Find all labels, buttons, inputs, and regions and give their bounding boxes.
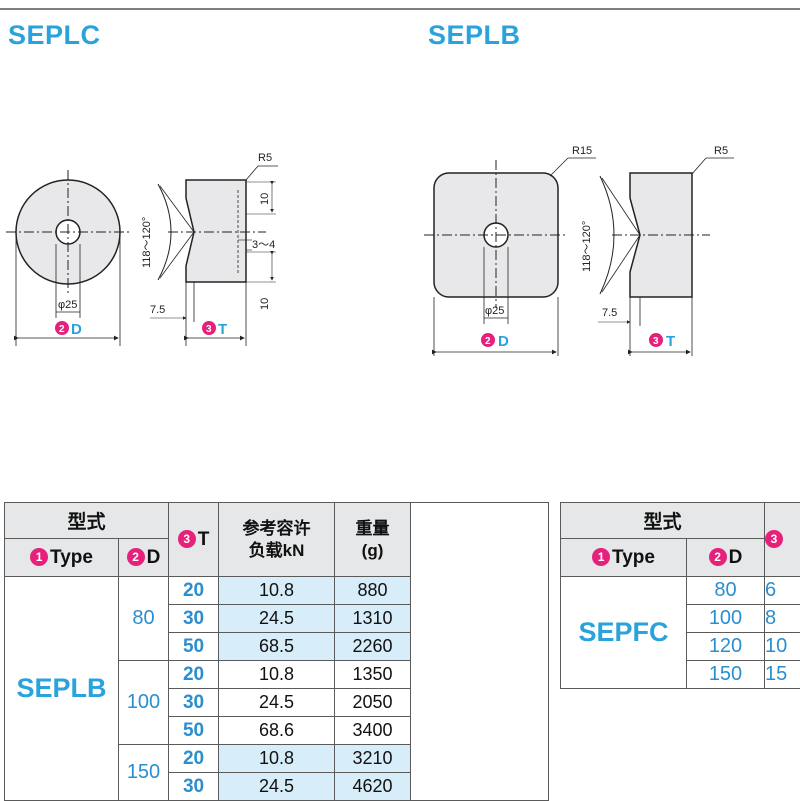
t-cell: 8 <box>764 604 800 633</box>
header-model: 型式 <box>559 502 766 539</box>
seplb-badge-3-text: 3 <box>653 336 659 347</box>
badge-2: 2 <box>126 548 145 567</box>
load-cell: 68.5 <box>218 632 336 661</box>
t-cell: 20 <box>168 576 220 605</box>
seplc-badge-3-text: 3 <box>206 324 212 335</box>
t-cell: 15 <box>764 660 800 689</box>
load-cell: 24.5 <box>218 688 336 717</box>
load-cell: 10.8 <box>218 744 336 773</box>
header-weight-line2: (g) <box>361 540 384 560</box>
seplb-badge-3 <box>649 333 663 347</box>
seplb-badge-2-text: 2 <box>485 336 491 347</box>
d-cell: 120 <box>685 632 766 661</box>
seplb-r15-text: R15 <box>572 145 592 157</box>
weight-cell: 1310 <box>334 604 412 633</box>
title-seplc: SEPLC <box>8 20 101 50</box>
seplc-phi25-text: φ25 <box>58 299 77 311</box>
header-type-label: Type <box>50 546 93 568</box>
seplc-dim-3-4: 3～4 <box>252 239 275 251</box>
load-cell: 24.5 <box>218 604 336 633</box>
header-t-label: T <box>197 528 210 550</box>
seplc-front-view: φ25 2 D <box>6 170 130 346</box>
seplb-phi25-text: φ25 <box>485 305 504 317</box>
seplc-badge-3 <box>202 321 216 335</box>
seplb-r5-text: R5 <box>714 145 728 157</box>
weight-cell: 1350 <box>334 660 412 689</box>
seplc-badge-2-text: 2 <box>59 324 65 335</box>
seplc-dim-10-top: 10 <box>259 193 271 205</box>
t-cell: 10 <box>764 632 800 661</box>
seplc-angle-text: 118～120° <box>141 217 153 268</box>
seplb-dim-7-5: 7.5 <box>602 307 617 319</box>
t-cell: 20 <box>168 660 220 689</box>
header-weight: 重量(g) <box>334 502 412 577</box>
d-cell: 100 <box>117 660 170 745</box>
load-cell: 68.6 <box>218 716 336 745</box>
weight-cell: 2050 <box>334 688 412 717</box>
weight-cell: 880 <box>334 576 412 605</box>
seplc-side-view: 118～120° R5 10 10 3～4 7.5 3 T <box>141 152 278 346</box>
d-cell: 80 <box>685 576 766 605</box>
d-cell: 150 <box>117 744 170 801</box>
seplb-side-view: 118～120° R5 7.5 3 T <box>581 145 734 356</box>
seplb-angle-text: 118～120° <box>581 221 593 272</box>
type-cell: SEPLB <box>4 576 119 801</box>
load-cell: 10.8 <box>218 660 336 689</box>
weight-cell: 3400 <box>334 716 412 745</box>
seplc-dim-10-bottom: 10 <box>259 298 271 310</box>
seplb-front-view: R15 φ25 2 D <box>424 145 596 356</box>
t-cell: 50 <box>168 632 220 661</box>
header-d-label: D <box>146 546 161 568</box>
seplb-label-d: D <box>498 333 509 350</box>
seplc-label-d: D <box>71 321 82 338</box>
t-cell: 50 <box>168 716 220 745</box>
load-cell: 10.8 <box>218 576 336 605</box>
d-cell: 80 <box>117 576 170 661</box>
type-cell: SEPFC <box>560 576 687 689</box>
title-seplb: SEPLB <box>428 20 521 50</box>
seplc-r5-text: R5 <box>258 152 272 164</box>
weight-cell: 3210 <box>334 744 412 773</box>
weight-cell: 2260 <box>334 632 412 661</box>
load-cell: 24.5 <box>218 772 336 801</box>
seplb-label-t: T <box>666 333 675 350</box>
badge-3: 3 <box>177 530 196 549</box>
header-load-line1: 参考容许 <box>242 518 311 538</box>
d-cell: 100 <box>685 604 766 633</box>
t-cell: 30 <box>168 688 220 717</box>
t-cell: 30 <box>168 772 220 801</box>
obscured-column <box>410 502 550 801</box>
header-load-line2: 负载kN <box>248 540 305 560</box>
header-d-label: D <box>728 546 743 568</box>
header-weight-line1: 重量 <box>355 518 390 538</box>
weight-cell: 4620 <box>334 772 412 801</box>
badge-2: 2 <box>708 548 727 567</box>
technical-drawings: φ25 2 D 118～120° R5 10 10 3～4 <box>6 145 734 356</box>
seplc-label-t: T <box>218 321 227 338</box>
header-t: 3 <box>764 502 800 577</box>
header-model: 型式 <box>3 502 170 539</box>
seplb-badge-2 <box>481 333 495 347</box>
t-cell: 6 <box>764 576 800 605</box>
t-cell: 20 <box>168 744 220 773</box>
d-cell: 150 <box>685 660 766 689</box>
badge-1: 1 <box>592 548 611 567</box>
seplc-dim-7-5: 7.5 <box>150 304 165 316</box>
t-cell: 30 <box>168 604 220 633</box>
header-load: 参考容许负载kN <box>218 502 336 577</box>
header-type-label: Type <box>612 546 655 568</box>
badge-3: 3 <box>765 530 784 549</box>
badge-1: 1 <box>30 548 49 567</box>
top-rule <box>0 8 800 10</box>
seplc-badge-2 <box>55 321 69 335</box>
